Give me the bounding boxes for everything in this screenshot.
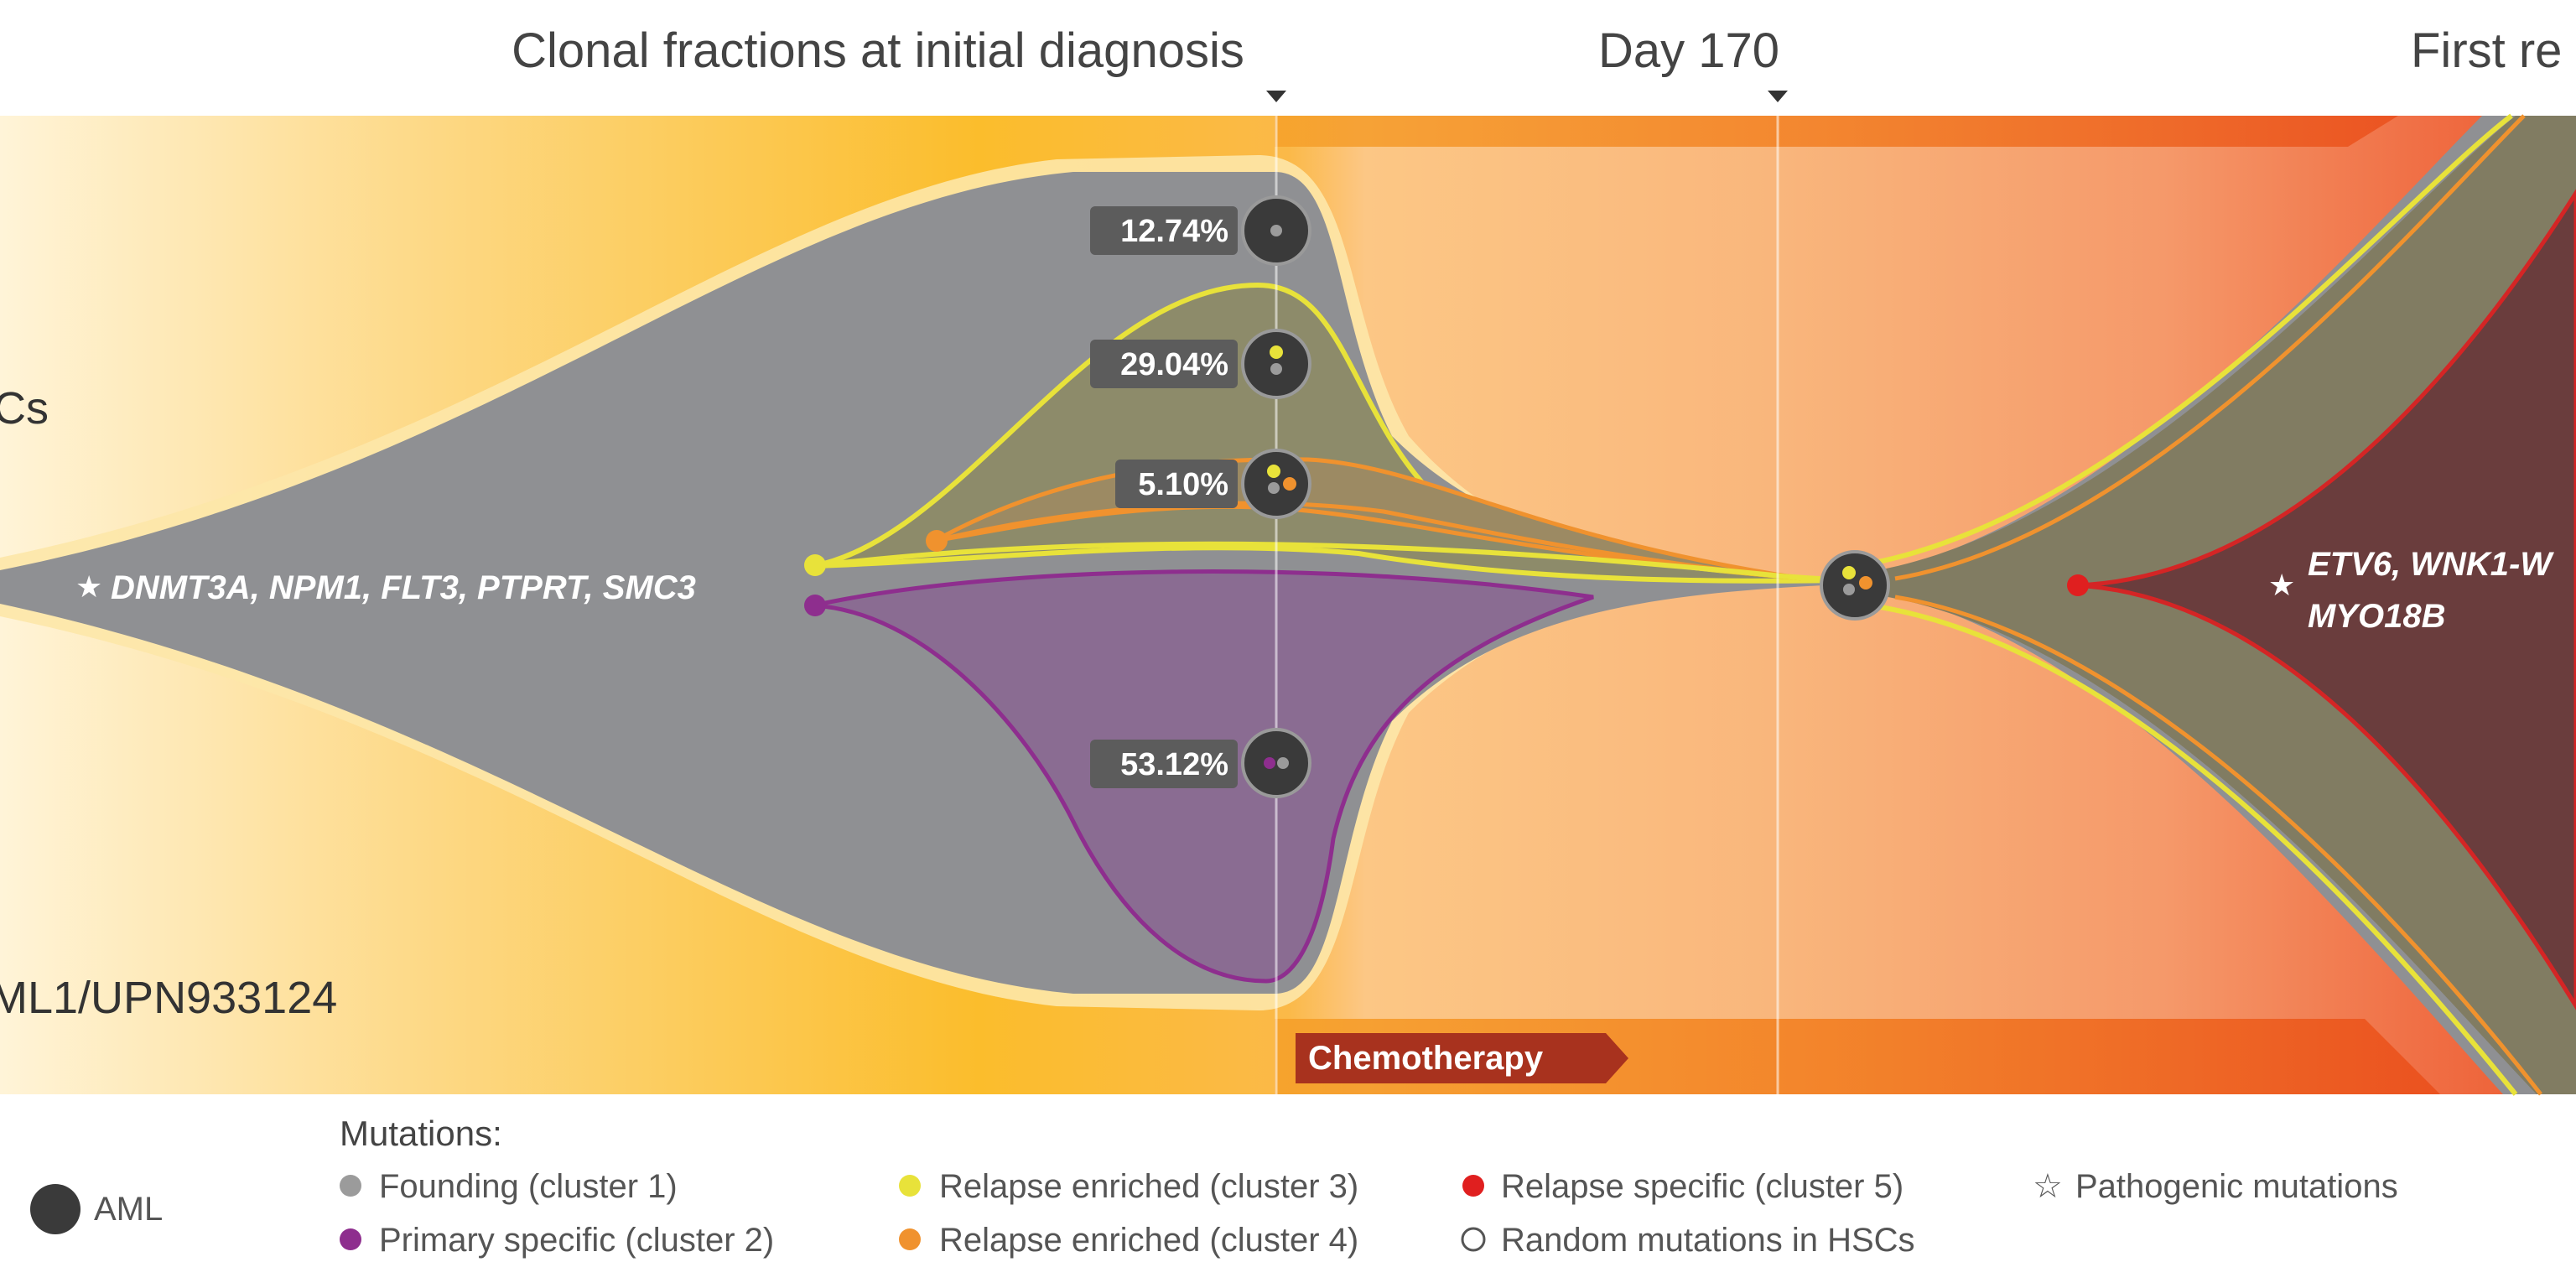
legend-label-random: Random mutations in HSCs: [1501, 1222, 1915, 1259]
chemotherapy-tag: [1296, 1033, 1628, 1083]
founding-clone: [0, 172, 1878, 994]
relapse-specific-clone: [2075, 189, 2576, 1010]
legend-swatch-cluster3: [899, 1175, 921, 1197]
clone-fraction-label: 5.10%: [1138, 467, 1228, 502]
clone-fraction-label: 12.74%: [1120, 214, 1228, 249]
legend-label-primary: Primary specific (cluster 2): [379, 1222, 774, 1259]
day170-marker-triangle: [1768, 91, 1788, 102]
clone-fraction-label: 29.04%: [1120, 347, 1228, 382]
legend-label-cluster5: Relapse specific (cluster 5): [1501, 1168, 1903, 1205]
relapse-mutations-label-1: ETV6, WNK1-W: [2308, 546, 2554, 583]
diagnosis-marker-triangle: [1266, 91, 1286, 102]
legend-swatch-founding: [340, 1175, 361, 1197]
aml-legend-label: AML: [94, 1191, 163, 1228]
legend: AML Mutations: Founding (cluster 1) Prim…: [30, 1114, 2398, 1259]
initial-diagnosis-header: Clonal fractions at initial diagnosis: [512, 23, 1244, 78]
chemotherapy-label: Chemotherapy: [1308, 1040, 1544, 1077]
cluster4-origin-dot: [926, 530, 948, 552]
therapy-band-top: [1275, 116, 2398, 147]
clone-fraction-label: 53.12%: [1120, 747, 1228, 782]
clone-fraction-2: 29.04%: [1090, 329, 1311, 399]
clone-fraction-4: 53.12%: [1090, 728, 1311, 798]
patient-id-label: ML1/UPN933124: [0, 973, 337, 1023]
legend-title: Mutations:: [340, 1114, 502, 1153]
legend-label-cluster4: Relapse enriched (cluster 4): [939, 1222, 1358, 1259]
legend-swatch-random: [1461, 1227, 1486, 1252]
clone-fraction-1: 12.74%: [1090, 195, 1311, 266]
cluster2-origin-dot: [804, 595, 826, 616]
legend-swatch-cluster5: [1462, 1175, 1484, 1197]
hscs-label: Cs: [0, 383, 49, 434]
legend-swatch-cluster4: [899, 1228, 921, 1250]
pathogenic-star-relapse: ★: [2268, 568, 2295, 602]
founding-mutations-label: DNMT3A, NPM1, FLT3, PTPRT, SMC3: [111, 569, 696, 606]
first-relapse-header: First re: [2411, 23, 2562, 78]
cluster5-origin-dot: [2067, 574, 2089, 596]
legend-swatch-primary: [340, 1228, 361, 1250]
clone-fraction-3: 5.10%: [1115, 449, 1311, 519]
pathogenic-star-founding: ★: [75, 569, 102, 604]
legend-swatch-pathogenic-star: ☆: [2033, 1168, 2063, 1205]
legend-label-pathogenic: Pathogenic mutations: [2075, 1168, 2398, 1205]
day170-header: Day 170: [1598, 23, 1779, 78]
legend-label-founding: Founding (cluster 1): [379, 1168, 678, 1205]
relapse-mutations-label-2: MYO18B: [2308, 598, 2446, 635]
aml-legend-dot: [30, 1184, 80, 1234]
legend-label-cluster3: Relapse enriched (cluster 3): [939, 1168, 1358, 1205]
day170-aml-dot: [1820, 550, 1890, 621]
cluster3-origin-dot: [804, 554, 826, 576]
